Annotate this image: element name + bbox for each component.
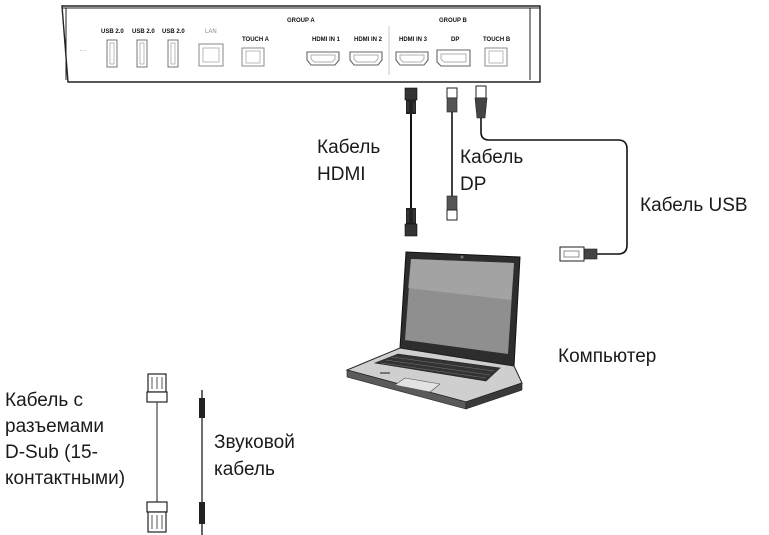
usb-port-2-label: USB 2.0: [132, 29, 155, 35]
svg-text:- -: - -: [80, 48, 86, 54]
hdmi-in-1-port: HDMI IN 1: [306, 37, 341, 66]
audio-cable-label-line1: Звуковой: [214, 432, 295, 453]
hdmi-cable: [404, 87, 418, 237]
io-panel: - - USB 2.0 USB 2.0 USB 2.0 LAN GROUP A …: [61, 5, 541, 83]
hdmi-cable-label-line2: HDMI: [317, 164, 366, 185]
laptop-computer: [345, 251, 523, 410]
dp-port-label: DP: [451, 37, 459, 43]
touch-b-port: TOUCH B: [483, 37, 511, 67]
hdmi-in-2-port: HDMI IN 2: [349, 37, 383, 66]
computer-label: Компьютер: [558, 346, 656, 367]
dsub-cable-label-line1: Кабель с: [5, 390, 83, 411]
audio-cable: [199, 390, 205, 535]
dsub-cable-label-line4: контактными): [5, 468, 125, 489]
dp-cable: [446, 87, 458, 221]
hdmi-in-3-label: HDMI IN 3: [399, 37, 428, 43]
usb-port-1: USB 2.0: [101, 29, 124, 68]
usb-port-2: USB 2.0: [132, 29, 155, 68]
touch-a-label: TOUCH A: [242, 37, 270, 43]
hdmi-in-3-port: HDMI IN 3: [395, 37, 429, 66]
touch-b-label: TOUCH B: [483, 37, 511, 43]
dp-cable-label-line1: Кабель: [460, 147, 523, 168]
hdmi-in-1-label: HDMI IN 1: [312, 37, 341, 43]
hdmi-cable-label-line1: Кабель: [317, 137, 380, 158]
usb-cable-label: Кабель USB: [640, 195, 748, 216]
group-a-label: GROUP A: [287, 18, 315, 24]
dp-port: DP: [436, 37, 471, 67]
touch-a-port: TOUCH A: [241, 37, 270, 67]
usb-port-3-label: USB 2.0: [162, 29, 185, 35]
dsub-cable-label-line2: разъемами: [5, 416, 104, 437]
group-b-label: GROUP B: [439, 18, 468, 24]
usb-port-3: USB 2.0: [162, 29, 185, 68]
usb-port-1-label: USB 2.0: [101, 29, 124, 35]
usb-cable: [474, 85, 628, 262]
audio-cable-label-line2: кабель: [214, 459, 275, 480]
hdmi-in-2-label: HDMI IN 2: [354, 37, 383, 43]
dp-cable-label-line2: DP: [460, 174, 486, 195]
dsub-cable: [146, 373, 168, 533]
dsub-cable-label-line3: D-Sub (15-: [5, 442, 98, 463]
lan-port: LAN: [198, 29, 224, 67]
lan-port-label: LAN: [205, 29, 217, 35]
